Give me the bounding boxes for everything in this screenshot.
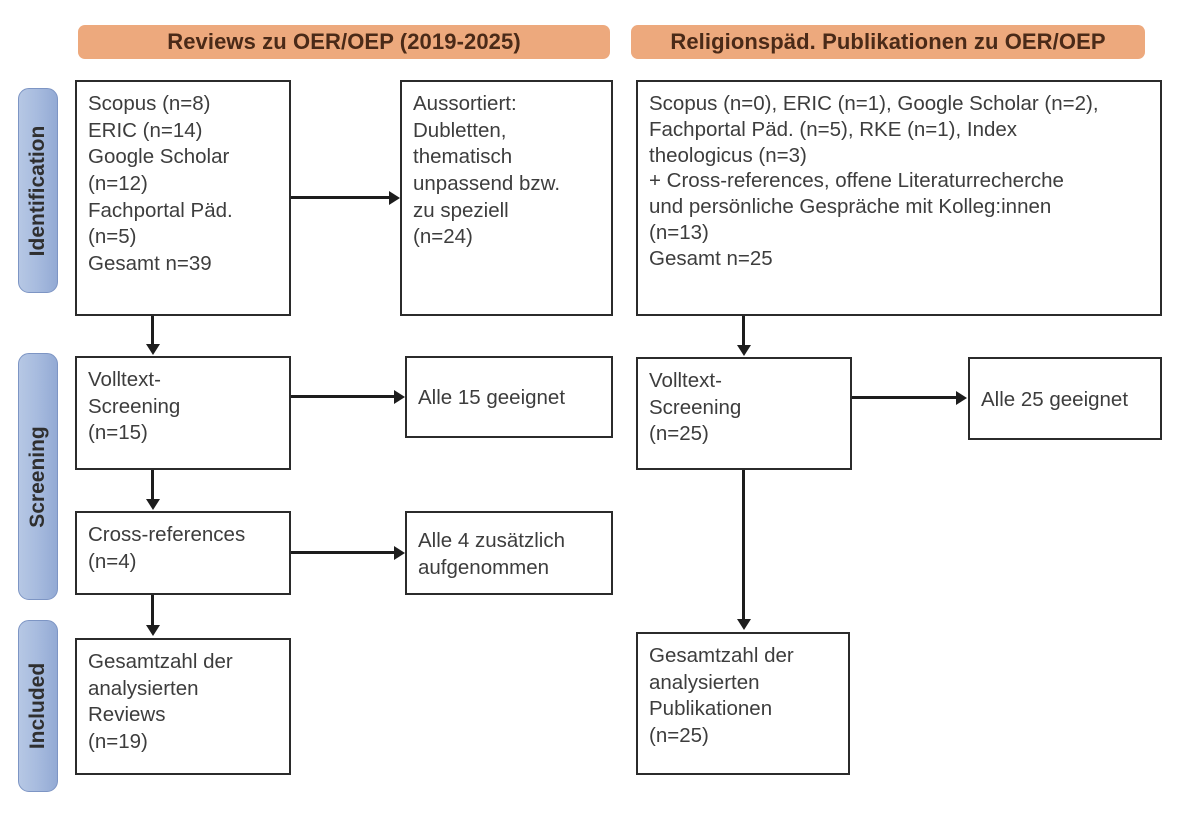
box-left-all-added: Alle 4 zusätzlich aufgenommen [405, 511, 613, 595]
arrowhead-left-fulltext-to-all-suitable [394, 389, 405, 404]
arrowhead-left-crossref-to-all-added [394, 545, 405, 560]
box-left-cross-references: Cross-references (n=4) [75, 511, 291, 595]
arrowhead-left-sources-to-fulltext [146, 344, 160, 355]
connector-left-crossref-to-all-added [291, 551, 394, 554]
arrowhead-left-sources-to-excluded [389, 190, 400, 205]
box-left-sources: Scopus (n=8) ERIC (n=14) Google Scholar … [75, 80, 291, 316]
box-left-included-total: Gesamtzahl der analysierten Reviews (n=1… [75, 638, 291, 775]
box-right-included-total: Gesamtzahl der analysierten Publikatione… [636, 632, 850, 775]
box-right-sources: Scopus (n=0), ERIC (n=1), Google Scholar… [636, 80, 1162, 316]
arrowhead-right-sources-to-fulltext [737, 345, 751, 356]
connector-right-sources-to-fulltext [742, 316, 745, 346]
connector-left-fulltext-to-all-suitable [291, 395, 394, 398]
connector-left-sources-to-excluded [291, 196, 389, 199]
arrowhead-left-fulltext-to-crossref [146, 499, 160, 510]
box-right-fulltext-screening: Volltext- Screening (n=25) [636, 357, 852, 470]
stage-label-identification: Identification [18, 88, 58, 293]
connector-left-fulltext-to-crossref [151, 470, 154, 500]
arrowhead-left-crossref-to-included [146, 625, 160, 636]
stage-label-screening: Screening [18, 353, 58, 600]
box-left-all-suitable: Alle 15 geeignet [405, 356, 613, 438]
box-left-fulltext-screening: Volltext- Screening (n=15) [75, 356, 291, 470]
stage-label-screening-text: Screening [26, 425, 49, 528]
connector-right-fulltext-to-included [742, 470, 745, 620]
stage-label-identification-text: Identification [26, 125, 49, 256]
box-right-all-suitable: Alle 25 geeignet [968, 357, 1162, 440]
arrowhead-right-fulltext-to-all-suitable [956, 390, 967, 405]
stage-label-included: Included [18, 620, 58, 792]
column-header-reviews: Reviews zu OER/OEP (2019-2025) [78, 25, 610, 59]
arrowhead-right-fulltext-to-included [737, 619, 751, 630]
connector-right-fulltext-to-all-suitable [852, 396, 956, 399]
connector-left-crossref-to-included [151, 595, 154, 626]
stage-label-included-text: Included [26, 662, 49, 750]
box-left-excluded: Aussortiert: Dubletten, thematisch unpas… [400, 80, 613, 316]
column-header-publications: Religionspäd. Publikationen zu OER/OEP [631, 25, 1145, 59]
connector-left-sources-to-fulltext [151, 316, 154, 345]
